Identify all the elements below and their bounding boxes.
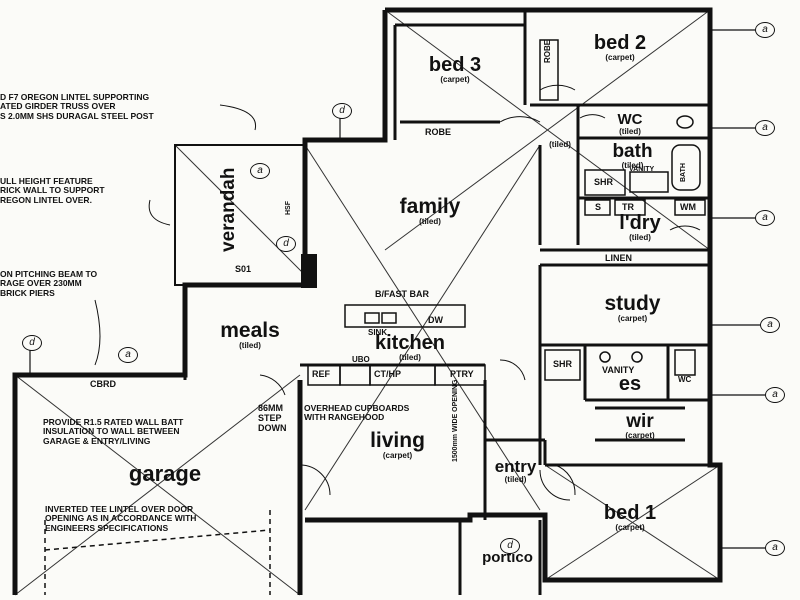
label-hsf: HSF xyxy=(285,201,292,215)
label-ubo: UBO xyxy=(352,355,370,364)
note-oregon-lintel: D F7 OREGON LINTEL SUPPORTING ATED GIRDE… xyxy=(0,92,154,121)
note-lintel-2: ATED GIRDER TRUSS OVER xyxy=(0,101,116,112)
label-bfast-bar: B/FAST BAR xyxy=(375,289,429,299)
label-vanity-ensuite: VANITY xyxy=(602,365,635,375)
note-tee-lintel: INVERTED TEE LINTEL OVER DOOR OPENING AS… xyxy=(45,504,197,533)
grid-marker-a-1: a xyxy=(755,22,775,38)
label-wm: WM xyxy=(680,202,696,212)
grid-lines-right xyxy=(29,29,765,549)
label-s01: S01 xyxy=(235,264,252,274)
portico-columns xyxy=(458,520,542,595)
note-batt-1: PROVIDE R1.5 RATED WALL BATT xyxy=(43,417,184,427)
label-dw: DW xyxy=(428,315,443,325)
note-lintel-1: D F7 OREGON LINTEL SUPPORTING xyxy=(0,92,150,102)
note-wall-2: RICK WALL TO SUPPORT xyxy=(0,185,105,196)
label-linen: LINEN xyxy=(605,253,632,263)
kitchen-fixtures xyxy=(307,304,486,386)
note-lintel-3: s 2.0mm SHS DURAGAL STEEL POST xyxy=(0,110,154,121)
note-wall-1: ULL HEIGHT FEATURE xyxy=(0,176,93,186)
leader-lines xyxy=(94,104,257,366)
note-pitching-beam: ON PITCHING BEAM TO RAGE OVER 230mm BRIC… xyxy=(0,269,98,298)
label-wide-opening: 1500mm WIDE OPENING xyxy=(452,379,459,462)
note-wall-3: REGON LINTEL OVER. xyxy=(0,194,92,205)
note-overhead-cupboards: OVERHEAD CUPBOARDS WITH RANGEHOOD xyxy=(304,403,410,423)
label-ct-hp: CT/HP xyxy=(374,369,401,379)
note-beam-2: RAGE OVER 230mm xyxy=(0,278,82,289)
grid-marker-d-1: d xyxy=(332,103,352,119)
label-shr-bath: SHR xyxy=(594,177,614,187)
grid-marker-a-3: a xyxy=(755,210,775,226)
grid-marker-d-4: d xyxy=(500,538,520,554)
grid-marker-a-6: a xyxy=(765,540,785,556)
room-verandah-name: verandah xyxy=(218,167,239,252)
interior-walls xyxy=(183,10,710,520)
verandah-outline xyxy=(174,144,317,288)
step-line-2: STEP xyxy=(258,412,282,423)
wet-area-fixtures xyxy=(539,39,706,381)
grid-marker-d-2: d xyxy=(22,335,42,351)
label-s: S xyxy=(595,202,602,212)
grid-marker-d-3: d xyxy=(276,236,296,252)
label-step-down: 86mm STEP DOWN xyxy=(258,403,287,434)
note-cupboards-1: OVERHEAD CUPBOARDS xyxy=(304,403,410,413)
door-swings xyxy=(259,84,701,501)
label-cbrd: CBRD xyxy=(90,379,116,389)
note-beam-1: ON PITCHING BEAM TO xyxy=(0,269,98,279)
note-tee-2: OPENING AS IN ACCORDANCE WITH xyxy=(45,513,197,524)
note-batt-2: INSULATION TO WALL BETWEEN xyxy=(43,426,180,437)
label-ref: REF xyxy=(312,369,330,379)
label-robe-bed2: ROBE xyxy=(543,39,552,63)
label-pantry: PTRY xyxy=(450,369,474,379)
grid-marker-a-8: a xyxy=(118,347,138,363)
label-vanity-bath: VANITY xyxy=(629,166,655,173)
grid-marker-a-2: a xyxy=(755,120,775,136)
step-line-1: 86mm xyxy=(258,403,284,413)
note-tee-3: ENGINEERS SPECIFICATIONS xyxy=(45,522,169,533)
grid-marker-a-7: a xyxy=(250,163,270,179)
label-tr: TR xyxy=(622,202,634,212)
garage-door-dashed xyxy=(44,510,271,595)
label-bathtub: BATH xyxy=(680,163,687,182)
label-robe-bed3: ROBE xyxy=(425,127,452,137)
grid-marker-a-5: a xyxy=(765,387,785,403)
label-sink: SINK xyxy=(368,328,388,337)
note-feature-wall: ULL HEIGHT FEATURE RICK WALL TO SUPPORT … xyxy=(0,176,105,205)
note-beam-3: BRICK PIERS xyxy=(0,287,55,298)
note-wall-batt: PROVIDE R1.5 RATED WALL BATT INSULATION … xyxy=(43,417,184,446)
label-wc-ensuite: WC xyxy=(678,375,692,384)
grid-marker-a-4: a xyxy=(760,317,780,333)
label-shr-ensuite: SHR xyxy=(553,359,573,369)
note-batt-3: GARAGE & ENTRY/LIVING xyxy=(43,435,151,446)
step-line-3: DOWN xyxy=(258,422,287,433)
note-tee-1: INVERTED TEE LINTEL OVER DOOR xyxy=(45,504,194,514)
note-cupboards-2: WITH RANGEHOOD xyxy=(304,412,385,423)
